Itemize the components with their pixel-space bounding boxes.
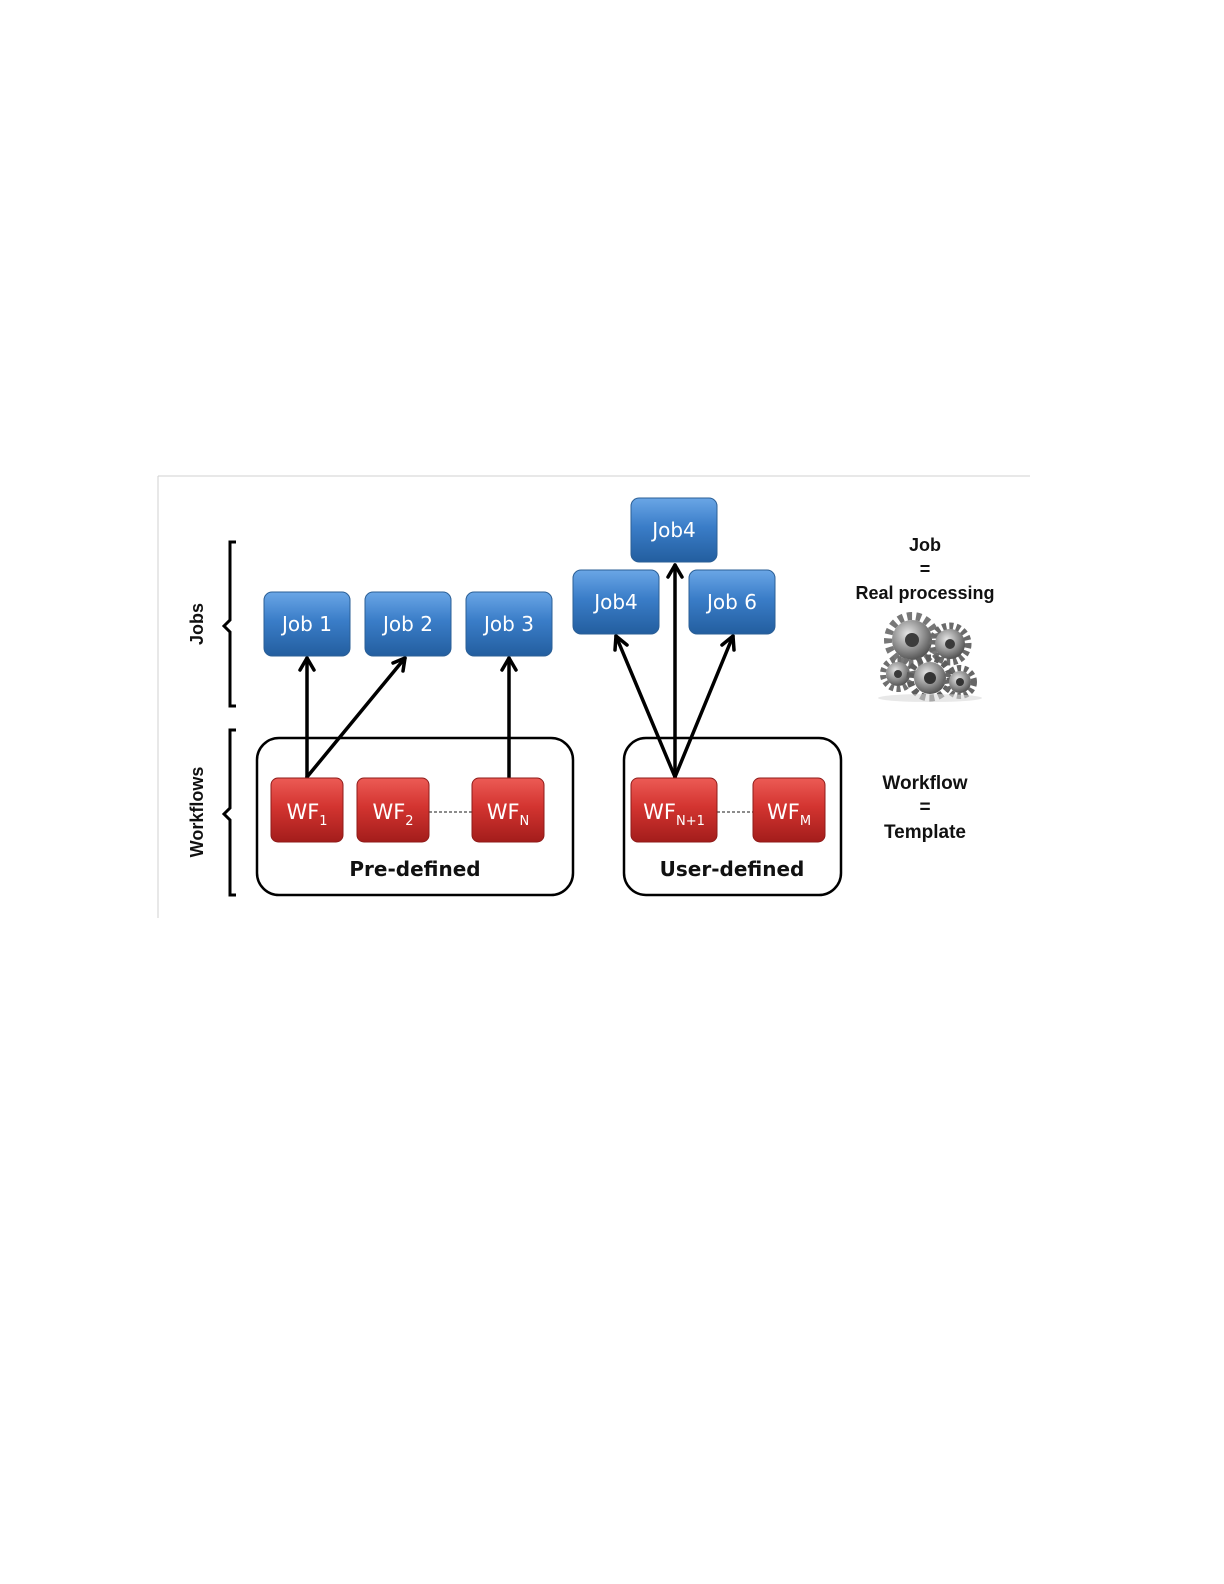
workflows-brace (224, 730, 236, 895)
jobs-axis-label: Jobs (187, 603, 207, 645)
legend-job-line3: Real processing (855, 583, 994, 603)
wf-base: WF (767, 800, 800, 824)
job-label: Job4 (650, 518, 696, 542)
legend-job-line2: = (920, 559, 931, 579)
job-box: Job 3 (466, 592, 552, 656)
userdefined-label: User-defined (660, 857, 805, 881)
arrow-wfn1-job4-top (668, 565, 682, 777)
arrow-wf1-job2 (307, 658, 405, 777)
legend-workflow-line2: = (919, 797, 930, 818)
job-label: Job 6 (705, 590, 757, 614)
wf-base: WF (372, 800, 405, 824)
workflow-box: WF1 (271, 778, 343, 842)
job-label: Job 3 (482, 612, 534, 636)
job-box: Job 2 (365, 592, 451, 656)
wf-subscript: 2 (405, 814, 413, 829)
job-label: Job 2 (381, 612, 433, 636)
workflow-box: WF2 (357, 778, 429, 842)
wf-subscript: M (800, 814, 811, 829)
job-box: Job 1 (264, 592, 350, 656)
workflow-box: WFN (472, 778, 544, 842)
job-box: Job4 (573, 570, 659, 634)
legend-workflow-line1: Workflow (882, 773, 967, 794)
wf-subscript: 1 (319, 814, 327, 829)
job-box: Job 6 (689, 570, 775, 634)
jobs-brace (224, 542, 236, 706)
legend-job-line1: Job (909, 535, 941, 555)
arrow-wf1-job1 (300, 658, 314, 777)
gears-icon (878, 616, 982, 702)
legend-workflow-line3: Template (884, 822, 966, 843)
job-label: Job4 (592, 590, 638, 614)
wf-base: WF (643, 800, 676, 824)
workflows-axis-label: Workflows (187, 767, 207, 858)
arrow-wfn-job3 (502, 658, 516, 777)
job-label: Job 1 (280, 612, 332, 636)
workflow-box: WFM (753, 778, 825, 842)
wf-subscript: N+1 (676, 814, 705, 829)
workflow-box: WFN+1 (631, 778, 717, 842)
arrow-wfn1-job6 (675, 636, 734, 777)
wf-base: WF (286, 800, 319, 824)
wf-base: WF (487, 800, 520, 824)
job-box: Job4 (631, 498, 717, 562)
wf-subscript: N (520, 814, 530, 829)
predefined-label: Pre-defined (349, 857, 480, 881)
